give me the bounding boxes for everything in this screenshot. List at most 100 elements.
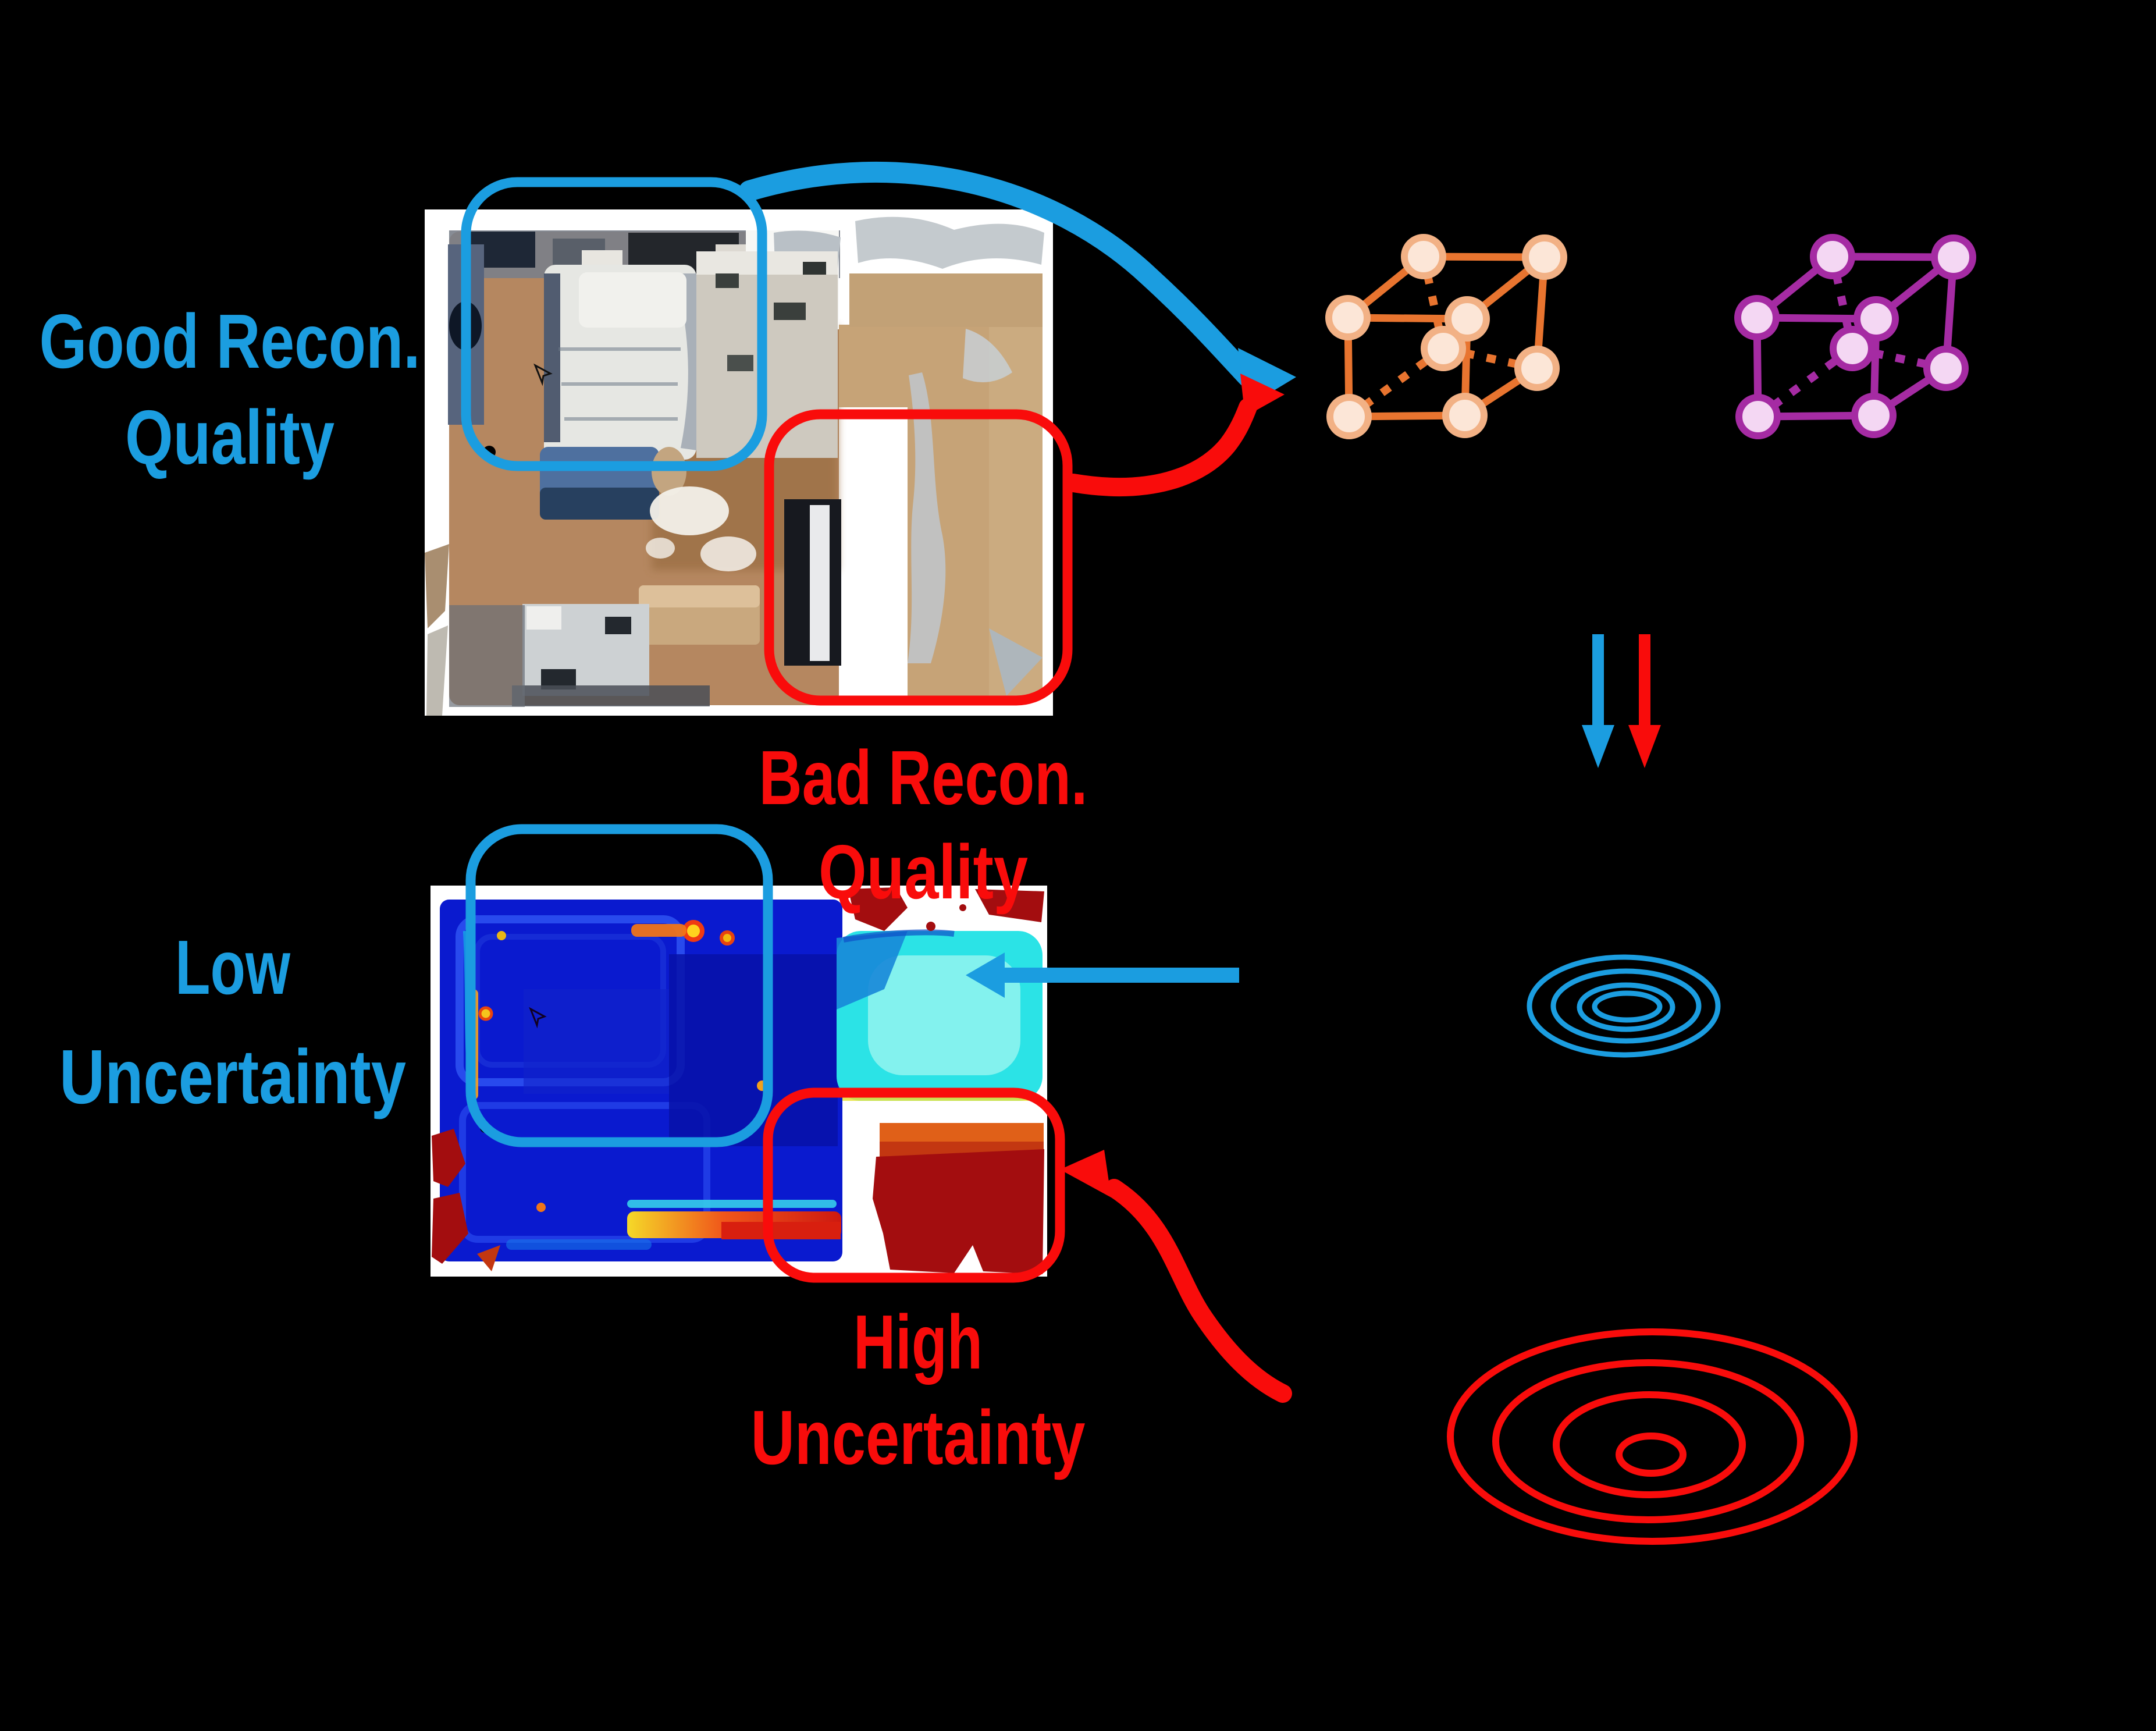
hotspot	[720, 930, 735, 946]
cube-node	[1522, 234, 1567, 280]
heat-hot-band	[721, 1222, 841, 1239]
high-uncertainty-arrow	[1060, 1150, 1292, 1403]
contour-ellipse	[1616, 1433, 1687, 1477]
bad-recon-label-line1: Bad Recon.	[759, 735, 1088, 820]
heat-red-shard	[432, 1129, 465, 1187]
mesh-fragment	[426, 625, 448, 716]
high-uncertainty-label-line1: High	[853, 1299, 983, 1385]
low-uncertainty-region-box	[465, 824, 773, 1147]
cube-node	[1851, 393, 1897, 438]
hotspot	[478, 1006, 493, 1021]
high-uncertainty-label-line2: Uncertainty	[751, 1395, 1086, 1480]
red-curve	[1105, 1179, 1292, 1403]
contour-ellipse	[1527, 954, 1721, 1058]
heat-red-speck	[926, 922, 935, 931]
red-down-arrow-icon	[1628, 634, 1661, 768]
hotspot	[536, 1203, 546, 1212]
light-patch	[650, 486, 729, 535]
contour-ellipse	[1447, 1328, 1858, 1545]
cube-node	[1326, 394, 1372, 439]
bed-pillow	[579, 272, 686, 328]
low-uncertainty-label-line2: Uncertainty	[59, 1034, 406, 1119]
cube-node	[1401, 234, 1446, 279]
heat-mid-patch	[524, 989, 669, 1094]
low-uncertainty-label-line1: Low	[175, 925, 290, 1010]
high-uncertainty-contours	[1447, 1328, 1858, 1545]
contour-ellipse	[1577, 982, 1675, 1032]
cursor-artifact	[533, 363, 553, 386]
cube-solid-edges	[1344, 253, 1549, 421]
cube-node	[1931, 234, 1976, 280]
cube-node	[1735, 394, 1781, 439]
couch-shadow	[540, 488, 659, 520]
hotspot	[631, 924, 686, 937]
contour-ellipse	[1592, 990, 1663, 1023]
cube-node	[1442, 393, 1488, 438]
latent-cube-orange	[1325, 234, 1567, 439]
hotspot	[497, 931, 506, 940]
low-uncertainty-contours	[1527, 954, 1721, 1058]
cube-node	[1734, 295, 1780, 340]
cube-node	[1514, 346, 1560, 391]
cyan-blue-wedge	[837, 931, 908, 1010]
bad-recon-region-box	[764, 409, 1073, 706]
good-recon-label-line2: Quality	[125, 394, 335, 480]
mesh-wisp	[963, 329, 1012, 383]
cube-node	[1421, 326, 1466, 371]
cursor-artifact	[529, 1007, 547, 1029]
heat-red-shard	[432, 1193, 468, 1264]
heat-dark-patch	[669, 954, 838, 1146]
heat-red-shard	[477, 1245, 500, 1271]
bed-shadow-right	[675, 273, 701, 451]
bed-shadow-left	[544, 273, 560, 442]
light-patch	[646, 538, 675, 559]
contour-ellipse	[1553, 1391, 1746, 1498]
good-recon-region-box	[461, 177, 767, 471]
latent-cube-purple	[1734, 234, 1976, 439]
red-arrowhead-icon	[1060, 1150, 1111, 1197]
contour-ellipse	[1492, 1359, 1804, 1523]
doorway-streak	[810, 505, 830, 661]
cube-node	[1325, 295, 1371, 340]
bad-recon-label-line2: Quality	[819, 829, 1028, 915]
red-curve	[1064, 398, 1257, 497]
heat-red-blob	[975, 889, 1044, 922]
cube-node	[1830, 326, 1875, 371]
bottom-wall	[512, 685, 710, 706]
mesh-wisp	[855, 216, 1044, 269]
heat-cyan-fringe	[627, 1200, 837, 1208]
furniture-mark	[526, 606, 561, 630]
wardrobe-mark	[727, 355, 753, 371]
corner-shadow	[449, 605, 525, 707]
high-uncertainty-region	[873, 1149, 1044, 1274]
table-top	[639, 585, 760, 607]
cube-node	[1445, 296, 1490, 342]
light-patch	[700, 536, 756, 571]
wardrobe-mark	[803, 262, 826, 275]
low-uncertainty-arrow	[966, 952, 1239, 998]
high-uncertainty-region-box	[763, 1087, 1065, 1283]
couch-arm	[652, 447, 686, 496]
cube-node	[1853, 296, 1899, 342]
wardrobe-mark	[716, 273, 739, 288]
heat-red-blob	[848, 887, 908, 931]
uncertainty-heatmap-image	[431, 886, 1047, 1277]
blue-curve	[739, 161, 1258, 388]
cube-node	[1810, 234, 1855, 279]
mesh-fragment	[425, 544, 449, 628]
red-arrowhead-icon	[1240, 374, 1285, 417]
heat-cyan-streak	[506, 1239, 652, 1250]
contour-ellipse	[1550, 968, 1702, 1044]
cyan-region-core	[868, 955, 1020, 1075]
furniture-mark	[605, 617, 631, 634]
hotspot	[682, 920, 705, 942]
top-right-wall	[849, 273, 1043, 327]
cube-solid-edges	[1753, 253, 1958, 421]
wardrobe-mark	[774, 303, 806, 320]
bad-to-latent-arrow	[1064, 374, 1285, 497]
mesh-wisp	[908, 372, 946, 663]
blue-down-arrow-icon	[1582, 634, 1614, 768]
cyan-streak	[843, 929, 955, 943]
good-recon-label-line1: Good Recon.	[40, 298, 421, 384]
